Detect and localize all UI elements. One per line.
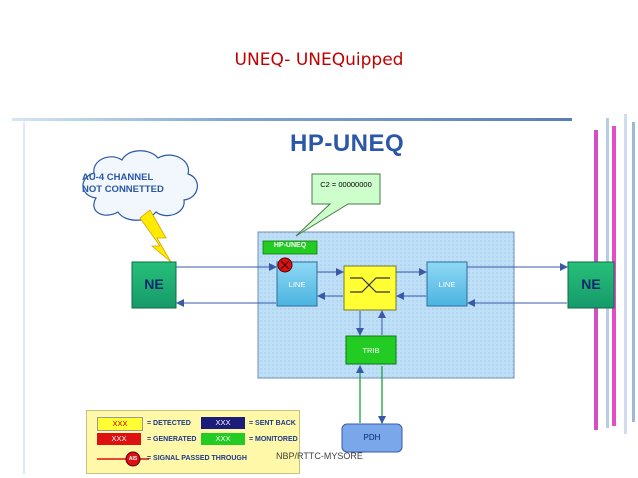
legend-passed-marker: AIS [128, 456, 138, 462]
ne-left-label: NE [144, 276, 164, 292]
line-right-label: LINE [438, 280, 456, 289]
cloud-text-line1: AU-4 CHANNEL [82, 172, 154, 183]
cloud-shape [82, 150, 198, 221]
lightning-bolt-icon [139, 209, 172, 263]
top-rule [12, 118, 572, 121]
ne-right-box [567, 261, 615, 309]
legend-monitored-text: = MONITORED [249, 436, 298, 443]
slide-footer: NBP/RTTC-MYSORE [276, 451, 363, 461]
cloud-text-line2: NOT CONNETTED [82, 184, 164, 195]
legend-generated-text: = GENERATED [147, 436, 197, 443]
pdh-label: PDH [363, 433, 381, 442]
legend-passed-line-icon [97, 451, 149, 467]
legend-monitored-chip: XXX [201, 433, 245, 445]
side-bar-blue-2 [624, 114, 627, 434]
callout-bubble [295, 173, 381, 237]
hp-uneq-tag [262, 240, 318, 255]
ne-left-box [131, 261, 177, 309]
legend-detected-chip: XXX [97, 417, 143, 431]
callout-text: C2 = 00000000 [320, 180, 372, 189]
legend-box: XXX = DETECTED XXX = SENT BACK XXX = GEN… [86, 410, 300, 474]
ne-right-label: NE [581, 276, 601, 292]
alarm-tag-label: HP-UNEQ [273, 242, 307, 249]
side-bar-blue-3 [632, 122, 635, 422]
legend-generated-chip: XXX [97, 433, 141, 445]
cloud-text: AU-4 CHANNEL NOT CONNETTED [82, 172, 192, 196]
slide-title: UNEQ- UNEQuipped [234, 50, 404, 70]
line-right-box [426, 261, 468, 307]
trib-box [345, 335, 397, 365]
legend-sentback-chip: XXX [201, 417, 245, 429]
pdh-box [341, 423, 403, 453]
legend-passed-text: = SIGNAL PASSED THROUGH [147, 455, 247, 462]
switch-cross-icon [350, 277, 390, 293]
trib-label: TRIB [362, 346, 380, 355]
legend-sentback-text: = SENT BACK [249, 420, 296, 427]
switch-box [343, 265, 397, 311]
legend-detected-text: = DETECTED [147, 420, 191, 427]
line-left-label: LINE [288, 280, 306, 289]
diagram-title: HP-UNEQ [290, 130, 405, 157]
